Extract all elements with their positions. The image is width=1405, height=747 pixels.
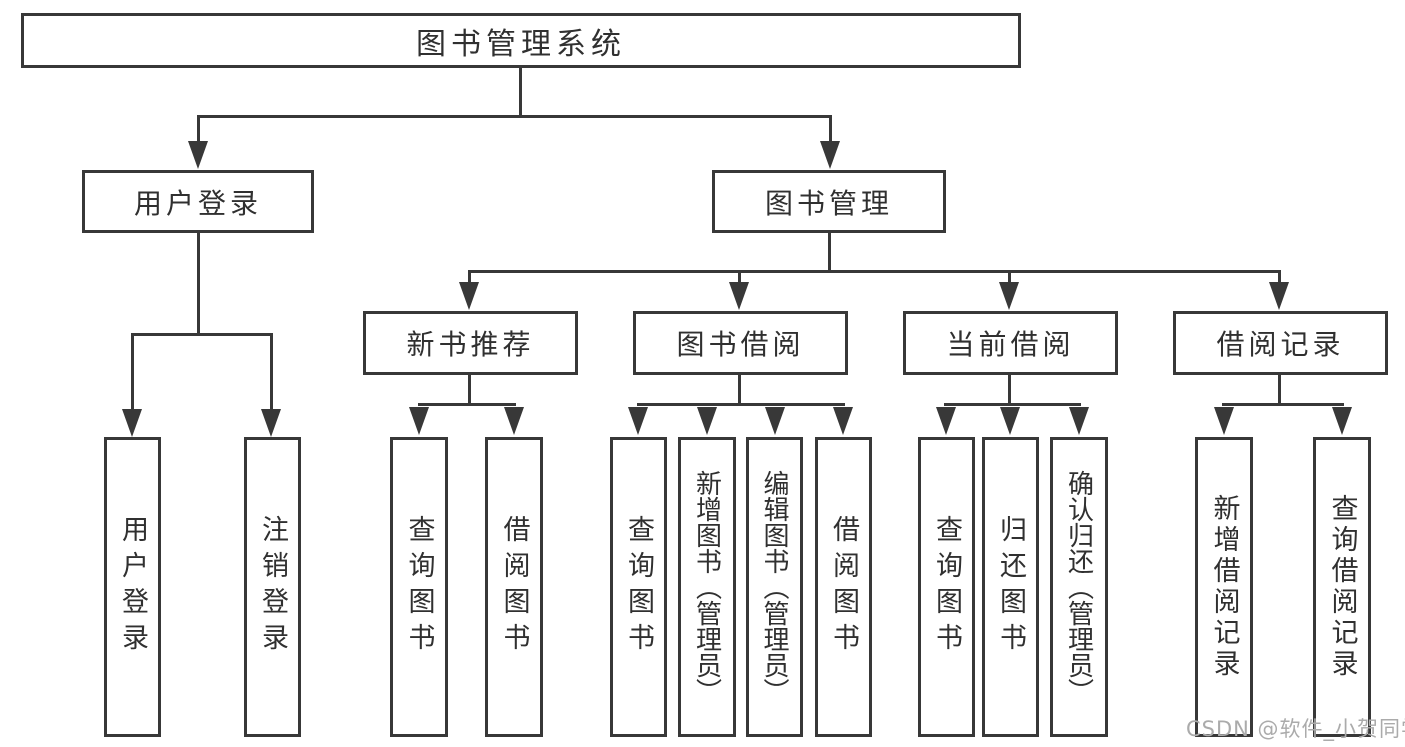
arrow-down-icon	[504, 407, 524, 435]
leaf-user-login: 用户登录	[104, 437, 161, 737]
node-label: 查询图书	[403, 515, 435, 659]
node-label: 借阅图书	[828, 515, 859, 659]
arrow-down-icon	[999, 282, 1019, 310]
connector-line	[468, 270, 1281, 273]
leaf-query-borrow-record: 查询借阅记录	[1313, 437, 1371, 737]
connector-line	[468, 375, 471, 406]
node-book-borrowing: 图书借阅	[633, 311, 848, 375]
connector-line	[418, 403, 516, 406]
arrow-down-icon	[628, 407, 648, 435]
node-label: 图书管理	[764, 186, 893, 220]
arrow-down-icon	[765, 407, 785, 435]
node-label: 确认归还（管理员）	[1063, 470, 1094, 704]
arrow-down-icon	[729, 282, 749, 310]
connector-line	[944, 403, 1081, 406]
node-label: 新书推荐	[406, 328, 535, 361]
node-label: 借阅图书	[498, 515, 530, 659]
connector-line	[468, 270, 471, 284]
connector-line	[1008, 375, 1011, 406]
connector-line	[1278, 270, 1281, 284]
connector-line	[828, 233, 831, 273]
leaf-query-books-recommend: 查询图书	[390, 437, 448, 737]
arrow-down-icon	[261, 409, 281, 437]
node-new-book-recommendation: 新书推荐	[363, 311, 578, 375]
connector-line	[519, 68, 522, 117]
arrow-down-icon	[1332, 407, 1352, 435]
arrow-down-icon	[1069, 407, 1089, 435]
node-borrowing-records: 借阅记录	[1173, 311, 1388, 375]
connector-line	[1008, 270, 1011, 284]
node-label: 查询借阅记录	[1326, 494, 1358, 680]
connector-line	[1278, 375, 1281, 406]
node-label: 查询图书	[931, 515, 962, 659]
node-label: 图书管理系统	[416, 26, 626, 62]
leaf-borrow-books-recommend: 借阅图书	[485, 437, 543, 737]
connector-line	[270, 333, 273, 410]
leaf-return-books: 归还图书	[982, 437, 1039, 737]
arrow-down-icon	[1269, 282, 1289, 310]
connector-line	[1222, 403, 1344, 406]
leaf-query-books-current: 查询图书	[918, 437, 975, 737]
node-book-management: 图书管理	[712, 170, 946, 233]
node-label: 新增图书（管理员）	[691, 470, 722, 704]
watermark: CSDN @软件_小贺同学	[1186, 717, 1405, 741]
node-label: 编辑图书（管理员）	[759, 470, 789, 704]
arrow-down-icon	[188, 141, 208, 169]
arrow-down-icon	[459, 282, 479, 310]
connector-line	[131, 333, 273, 336]
node-label: 用户登录	[133, 186, 262, 220]
connector-line	[197, 115, 200, 144]
node-current-borrowing: 当前借阅	[903, 311, 1118, 375]
connector-line	[637, 403, 845, 406]
arrow-down-icon	[122, 409, 142, 437]
leaf-borrow-books-borrowing: 借阅图书	[815, 437, 872, 737]
node-label: 新增借阅记录	[1208, 494, 1240, 680]
connector-line	[738, 375, 741, 406]
arrow-down-icon	[833, 407, 853, 435]
leaf-add-books-admin: 新增图书（管理员）	[678, 437, 736, 737]
arrow-down-icon	[1000, 407, 1020, 435]
arrow-down-icon	[409, 407, 429, 435]
connector-line	[738, 270, 741, 284]
node-label: 借阅记录	[1216, 328, 1345, 361]
node-library-system: 图书管理系统	[21, 13, 1021, 68]
connector-line	[197, 233, 200, 335]
node-label: 图书借阅	[676, 328, 805, 361]
node-label: 查询图书	[623, 515, 654, 659]
node-label: 用户登录	[117, 515, 148, 659]
leaf-edit-books-admin: 编辑图书（管理员）	[746, 437, 803, 737]
arrow-down-icon	[820, 141, 840, 169]
leaf-confirm-return-admin: 确认归还（管理员）	[1050, 437, 1108, 737]
connector-line	[829, 115, 832, 144]
connector-line	[197, 115, 832, 118]
arrow-down-icon	[697, 407, 717, 435]
node-label: 注销登录	[257, 515, 288, 659]
leaf-add-borrow-record: 新增借阅记录	[1195, 437, 1253, 737]
node-label: 当前借阅	[946, 328, 1075, 361]
node-user-login: 用户登录	[82, 170, 314, 233]
node-label: 归还图书	[995, 515, 1026, 659]
arrow-down-icon	[936, 407, 956, 435]
leaf-logout: 注销登录	[244, 437, 301, 737]
connector-line	[131, 333, 134, 410]
arrow-down-icon	[1214, 407, 1234, 435]
leaf-query-books-borrowing: 查询图书	[610, 437, 667, 737]
